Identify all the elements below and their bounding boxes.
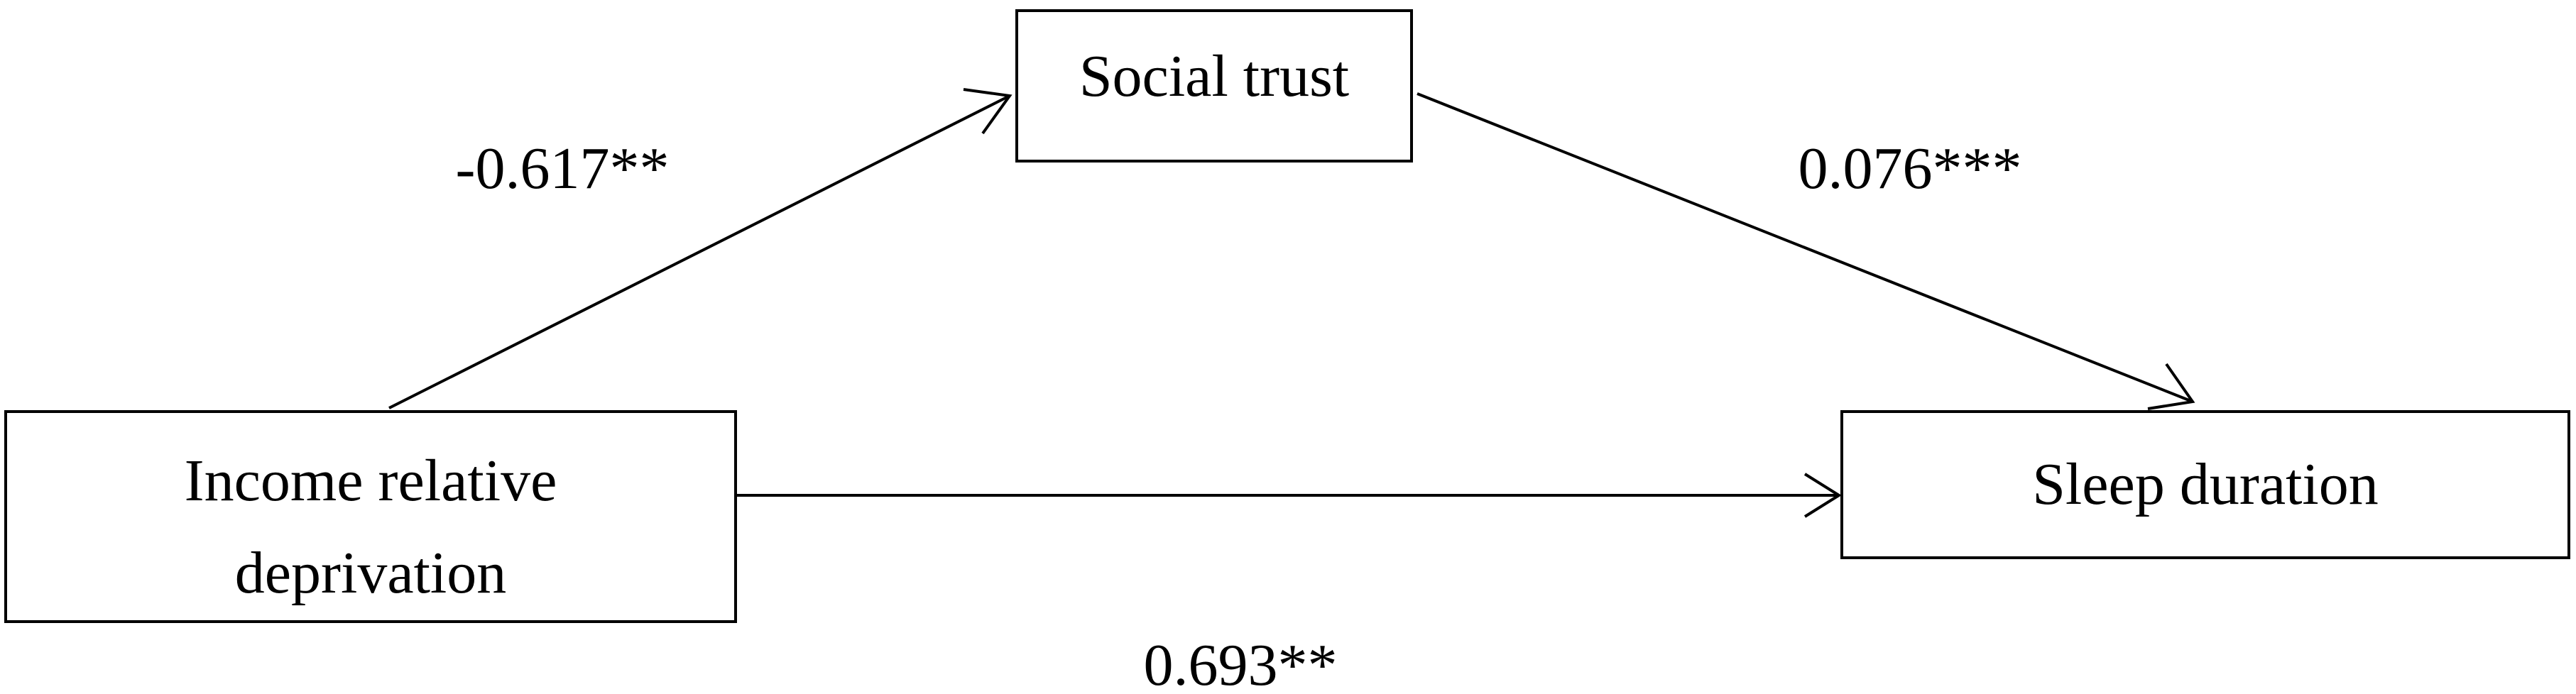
node-label-line2: deprivation (235, 540, 507, 606)
node-label-line1: Income relative (185, 448, 557, 514)
arrowhead-icon (2147, 363, 2195, 410)
coef-income-to-social-trust: -0.617** (456, 136, 670, 202)
edge-social-trust-to-sleep (1417, 92, 2195, 410)
arrowhead-icon (1803, 473, 1842, 518)
node-social-trust: Social trust (1015, 9, 1413, 163)
edge-income-to-sleep (736, 473, 1842, 518)
edge-income-to-social-trust (388, 88, 1013, 409)
coef-social-trust-to-sleep: 0.076*** (1799, 136, 2022, 202)
node-box (1840, 410, 2570, 559)
node-income-relative-deprivation: Income relative deprivation (4, 410, 737, 623)
coef-income-to-sleep: 0.693** (1144, 632, 1338, 694)
node-label: Sleep duration (2032, 451, 2379, 517)
arrowhead-icon (963, 88, 1013, 135)
node-sleep-duration: Sleep duration (1840, 410, 2570, 559)
node-label: Social trust (1079, 43, 1349, 109)
node-box (4, 410, 737, 623)
node-box (1015, 9, 1413, 163)
edge-line (1417, 92, 2193, 403)
edge-line (388, 94, 1010, 409)
